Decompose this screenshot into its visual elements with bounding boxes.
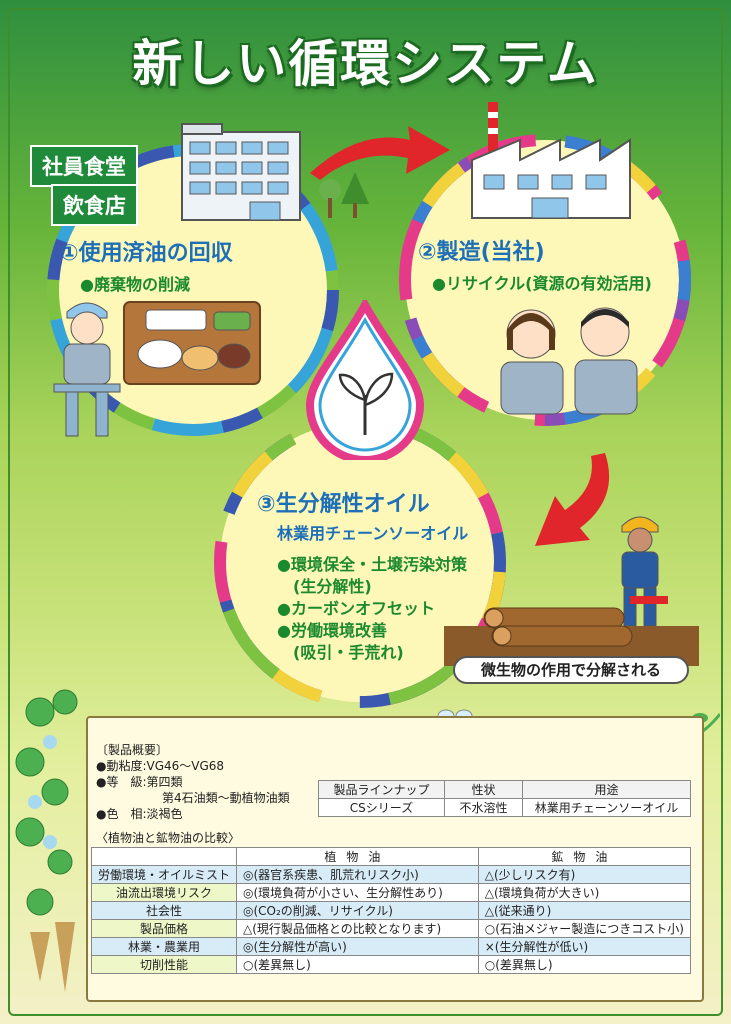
- tag-cafeteria: 社員食堂: [30, 145, 138, 187]
- spec-heading: 〔製品概要〕: [96, 743, 169, 757]
- chainsaw-worker-illustration: [610, 508, 670, 628]
- table-cell: ◎(環境負荷が小さい、生分解性あり): [236, 883, 479, 902]
- step3-bullet: ●環境保全・土壌汚染対策: [277, 555, 467, 574]
- comparison-header: [90, 847, 238, 866]
- table-row-label: 切削性能: [90, 955, 238, 974]
- lineup-header: 製品ラインナップ: [318, 780, 445, 799]
- table-row-label: 社会性: [90, 901, 238, 920]
- step3-bullet: (生分解性): [293, 577, 372, 596]
- step3-bullet: ●労働環境改善: [277, 621, 387, 640]
- factory-icon: [470, 100, 635, 220]
- decompose-label: 微生物の作用で分解される: [453, 656, 689, 684]
- page-title: 新しい循環システム: [132, 35, 599, 93]
- step3-bullet: ●カーボンオフセット: [277, 599, 435, 618]
- table-cell: ○(差異無し): [477, 955, 692, 974]
- table-row-label: 労働環境・オイルミスト: [90, 865, 238, 884]
- meal-tray-illustration: [122, 298, 262, 388]
- step3-heading: ③生分解性オイル: [257, 492, 430, 517]
- spec-line: ●動粘度:VG46〜VG68: [96, 759, 225, 773]
- step1-bullet: ●廃棄物の削減: [80, 275, 190, 294]
- spec-line: 第4石油類〜動植物油類: [162, 791, 290, 805]
- office-building-icon: [180, 122, 310, 222]
- spec-line: ●等 級:第四類: [96, 775, 183, 789]
- step3-subheading: 林業用チェーンソーオイル: [277, 524, 469, 543]
- step2-heading: ②製造(当社): [418, 240, 545, 265]
- lineup-table: 製品ラインナップ 性状 用途 CSシリーズ 不水溶性 林業用チェーンソーオイル: [318, 780, 691, 817]
- staff-illustration: [493, 296, 653, 416]
- lineup-header: 用途: [522, 780, 691, 799]
- arrow-to-step3-icon: [525, 448, 625, 558]
- table-cell: ○(差異無し): [236, 955, 479, 974]
- lineup-cell: CSシリーズ: [318, 798, 445, 817]
- spec-line: ●色 相:淡褐色: [96, 807, 183, 821]
- trees-icon: [315, 170, 375, 220]
- table-cell: △(現行製品価格との比較となります): [236, 919, 479, 938]
- table-row-label: 油流出環境リスク: [90, 883, 238, 902]
- table-cell: △(従来通り): [477, 901, 692, 920]
- comparison-caption: 〈植物油と鉱物油の比較〉: [96, 831, 241, 845]
- lineup-cell: 不水溶性: [444, 798, 523, 817]
- step3-bullet: (吸引・手荒れ): [293, 643, 404, 662]
- lineup-cell: 林業用チェーンソーオイル: [522, 798, 691, 817]
- table-cell: ×(生分解性が低い): [477, 937, 692, 956]
- step1-heading: ①使用済油の回収: [60, 241, 233, 266]
- table-cell: ◎(器官系疾患、肌荒れリスク小): [236, 865, 479, 884]
- lineup-header: 性状: [444, 780, 523, 799]
- arrow-to-step2-icon: [300, 118, 460, 188]
- tag-restaurant: 飲食店: [51, 184, 138, 226]
- spec-block: 〔製品概要〕 ●動粘度:VG46〜VG68 ●等 級:第四類 第4石油類〜動植物…: [96, 742, 290, 822]
- table-cell: ○(石油メジャー製造につきコスト小): [477, 919, 692, 938]
- table-cell: △(環境負荷が大きい): [477, 883, 692, 902]
- table-row-label: 製品価格: [90, 919, 238, 938]
- leaf-droplet-icon: [300, 300, 430, 460]
- ivy-leaves-icon: [10, 682, 100, 1002]
- comparison-header: 植物油: [236, 847, 479, 866]
- table-row-label: 林業・農業用: [90, 937, 238, 956]
- table-cell: ◎(CO₂の削減、リサイクル): [236, 901, 479, 920]
- comparison-table: 植物油 鉱物油 労働環境・オイルミスト ◎(器官系疾患、肌荒れリスク小) △(少…: [90, 847, 692, 974]
- step2-bullet: ●リサイクル(資源の有効活用): [432, 274, 652, 293]
- comparison-header: 鉱物油: [477, 847, 692, 866]
- table-cell: △(少しリスク有): [477, 865, 692, 884]
- soil-logs-illustration: [444, 606, 699, 666]
- table-cell: ◎(生分解性が高い): [236, 937, 479, 956]
- worker-eating-illustration: [52, 292, 122, 442]
